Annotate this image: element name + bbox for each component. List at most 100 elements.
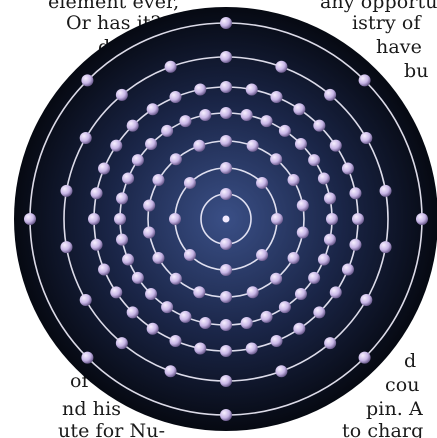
electron <box>80 132 92 144</box>
electron <box>193 140 205 152</box>
electron <box>295 288 307 300</box>
electron <box>275 365 287 377</box>
electron <box>359 352 371 364</box>
electron <box>110 286 122 298</box>
electron <box>161 125 173 137</box>
electron <box>220 17 232 29</box>
electron <box>293 323 305 335</box>
electron <box>143 227 155 239</box>
electron <box>220 162 232 174</box>
electron <box>324 89 336 101</box>
electron <box>349 187 361 199</box>
electron <box>246 84 258 96</box>
electron <box>220 107 232 119</box>
electron <box>220 238 232 250</box>
electron <box>246 342 258 354</box>
electron <box>169 335 181 347</box>
electron <box>116 89 128 101</box>
electron <box>220 345 232 357</box>
electron <box>98 162 110 174</box>
electron <box>132 272 144 284</box>
electron <box>165 61 177 73</box>
electron <box>279 301 291 313</box>
electron <box>318 172 330 184</box>
electron <box>313 120 325 132</box>
electron <box>297 227 309 239</box>
electron <box>193 286 205 298</box>
electron <box>308 154 320 166</box>
electron <box>152 174 164 186</box>
electron <box>88 213 100 225</box>
electron <box>116 234 128 246</box>
electron <box>91 239 103 251</box>
electron <box>271 213 283 225</box>
electron <box>352 213 364 225</box>
electron <box>199 109 211 121</box>
electron <box>360 294 372 306</box>
electron <box>116 337 128 349</box>
electron <box>114 213 126 225</box>
electron <box>416 213 428 225</box>
electron <box>147 323 159 335</box>
electron <box>169 213 181 225</box>
electron <box>342 264 354 276</box>
electron <box>165 365 177 377</box>
electron <box>247 286 259 298</box>
electron <box>324 234 336 246</box>
electron <box>220 264 232 276</box>
electron <box>288 252 300 264</box>
electron <box>110 140 122 152</box>
electron <box>288 174 300 186</box>
electron <box>380 241 392 253</box>
electron <box>81 74 93 86</box>
electron <box>122 254 134 266</box>
electron <box>293 103 305 115</box>
electron <box>98 264 110 276</box>
electron <box>127 120 139 132</box>
electron <box>184 177 196 189</box>
electron <box>60 185 72 197</box>
electron <box>220 409 232 421</box>
electron <box>194 84 206 96</box>
electron <box>241 317 253 329</box>
electron <box>179 311 191 323</box>
electron <box>80 294 92 306</box>
electron <box>220 319 232 331</box>
electron <box>297 199 309 211</box>
electron <box>220 375 232 387</box>
electron <box>184 249 196 261</box>
electron <box>170 153 182 165</box>
electron <box>324 192 336 204</box>
electron <box>241 109 253 121</box>
electron <box>179 115 191 127</box>
electron <box>261 311 273 323</box>
electron <box>220 188 232 200</box>
electron <box>360 132 372 144</box>
electron <box>326 213 338 225</box>
electron <box>127 306 139 318</box>
electron <box>145 288 157 300</box>
electron <box>261 115 273 127</box>
electron <box>145 138 157 150</box>
electron <box>122 172 134 184</box>
electron <box>359 74 371 86</box>
electron <box>132 154 144 166</box>
electron <box>152 252 164 264</box>
electron <box>295 138 307 150</box>
electron <box>220 291 232 303</box>
electron <box>220 81 232 93</box>
electron <box>170 273 182 285</box>
electron <box>318 254 330 266</box>
electron <box>271 91 283 103</box>
electron <box>116 192 128 204</box>
nucleus <box>223 216 230 223</box>
electron <box>220 51 232 63</box>
electron <box>270 273 282 285</box>
electron <box>324 337 336 349</box>
electron <box>169 91 181 103</box>
electron <box>220 135 232 147</box>
electron <box>380 185 392 197</box>
electron <box>275 61 287 73</box>
